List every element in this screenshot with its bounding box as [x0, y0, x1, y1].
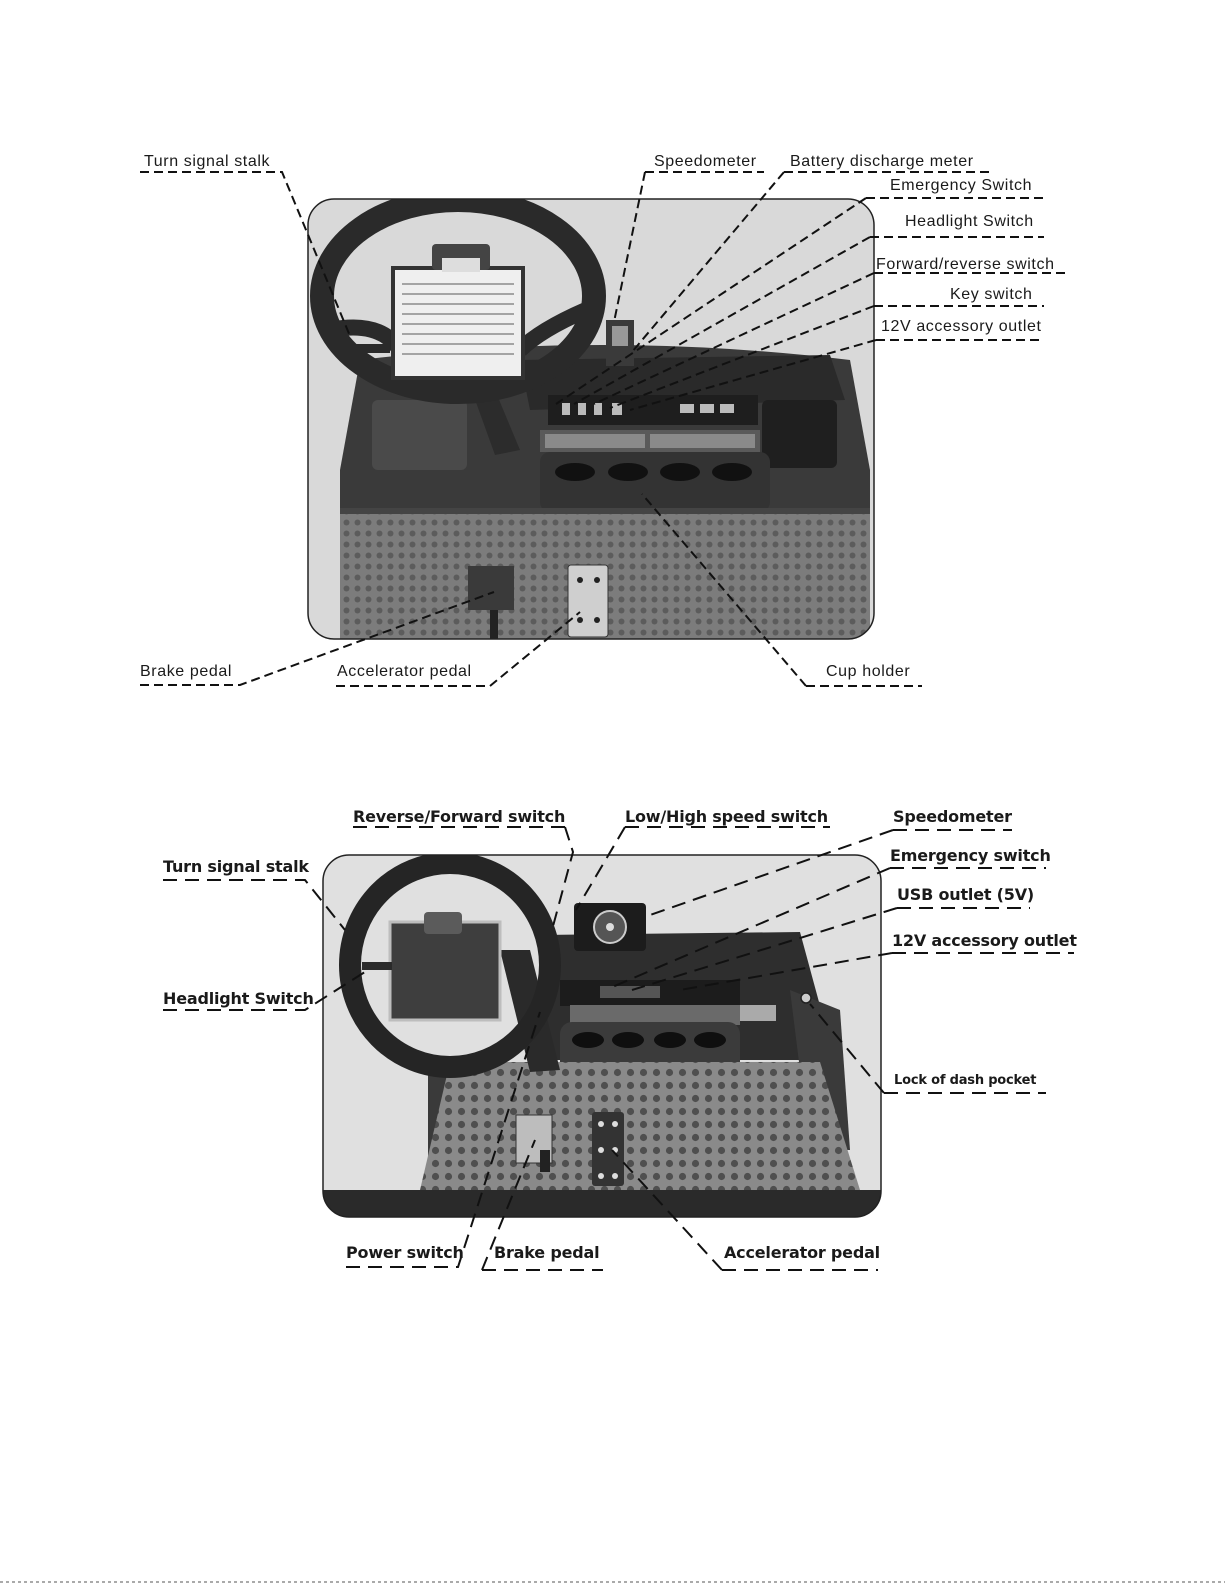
label-turn-signal-stalk-1: Turn signal stalk	[144, 153, 271, 170]
label-speedometer-1: Speedometer	[654, 153, 757, 170]
label-cup-holder: Cup holder	[826, 663, 911, 680]
label-turn-signal-stalk-2: Turn signal stalk	[163, 857, 309, 876]
label-key-switch: Key switch	[950, 286, 1033, 303]
label-accelerator-pedal-2: Accelerator pedal	[724, 1243, 880, 1262]
leader-lines-diagram-2	[163, 826, 1074, 1271]
label-emergency-switch-1: Emergency Switch	[890, 177, 1033, 194]
label-headlight-switch-1: Headlight Switch	[905, 213, 1034, 230]
label-brake-pedal-2: Brake pedal	[494, 1243, 600, 1262]
golf-cart-dashboard-photo-1	[308, 199, 874, 639]
label-headlight-switch-2: Headlight Switch	[163, 989, 314, 1008]
label-speedometer-2: Speedometer	[893, 807, 1012, 826]
label-reverse-forward-switch: Reverse/Forward switch	[353, 807, 566, 826]
label-accessory-outlet-2: 12V accessory outlet	[892, 931, 1077, 950]
label-power-switch: Power switch	[346, 1243, 464, 1262]
golf-cart-dashboard-photo-2	[323, 855, 881, 1217]
label-emergency-switch-2: Emergency switch	[890, 846, 1051, 865]
label-usb-outlet: USB outlet (5V)	[897, 885, 1035, 904]
label-accessory-outlet-1: 12V accessory outlet	[881, 318, 1042, 335]
label-low-high-speed-switch: Low/High speed switch	[625, 807, 828, 826]
label-forward-reverse-switch: Forward/reverse switch	[876, 256, 1055, 273]
label-brake-pedal-1: Brake pedal	[140, 663, 232, 680]
label-battery-discharge-meter: Battery discharge meter	[790, 153, 974, 170]
label-lock-of-dash-pocket: Lock of dash pocket	[894, 1073, 1037, 1088]
leader-lines-diagram-1	[140, 171, 1070, 687]
label-accelerator-pedal-1: Accelerator pedal	[337, 663, 472, 680]
